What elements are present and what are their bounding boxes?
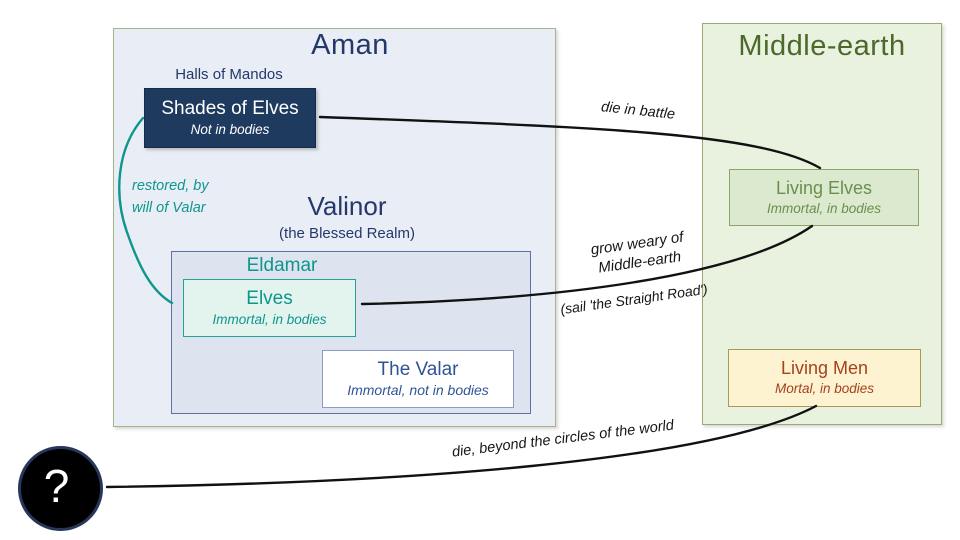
elves-subtitle: Immortal, in bodies [212, 311, 327, 327]
edge-label-die-in-battle: die in battle [600, 99, 676, 123]
node-living-elves: Living Elves Immortal, in bodies [729, 169, 919, 226]
region-eldamar: Eldamar Elves Immortal, in bodies The Va… [171, 251, 531, 414]
node-shades-of-elves: Shades of Elves Not in bodies [144, 88, 316, 148]
node-the-valar: The Valar Immortal, not in bodies [322, 350, 514, 408]
shades-of-elves-subtitle: Not in bodies [190, 121, 270, 137]
node-unknown-fate: ? [18, 446, 103, 531]
region-aman: Aman Halls of Mandos Shades of Elves Not… [113, 28, 556, 427]
middle-earth-region-title: Middle-earth [738, 30, 906, 62]
eldamar-title: Eldamar [246, 255, 318, 276]
living-elves-subtitle: Immortal, in bodies [766, 200, 882, 216]
shades-of-elves-title: Shades of Elves [161, 97, 299, 119]
question-mark-label: ? [43, 459, 70, 512]
aman-region-title: Aman [311, 29, 389, 61]
node-elves: Elves Immortal, in bodies [183, 279, 356, 337]
living-men-title: Living Men [780, 358, 869, 379]
the-valar-title: The Valar [377, 358, 459, 380]
node-living-men: Living Men Mortal, in bodies [728, 349, 921, 407]
living-men-subtitle: Mortal, in bodies [774, 381, 875, 397]
elves-title: Elves [246, 287, 293, 309]
region-middle-earth: Middle-earth Living Elves Immortal, in b… [702, 23, 942, 425]
edge-label-grow-weary: grow weary of Middle-earth [564, 225, 713, 282]
edge-label-sail-straight-road: (sail 'the Straight Road') [559, 280, 709, 318]
halls-of-mandos-label: Halls of Mandos [175, 66, 283, 83]
the-valar-subtitle: Immortal, not in bodies [347, 382, 489, 399]
living-elves-title: Living Elves [775, 177, 873, 198]
valinor-title: Valinor [307, 191, 387, 221]
valinor-subtitle: (the Blessed Realm) [279, 225, 415, 242]
